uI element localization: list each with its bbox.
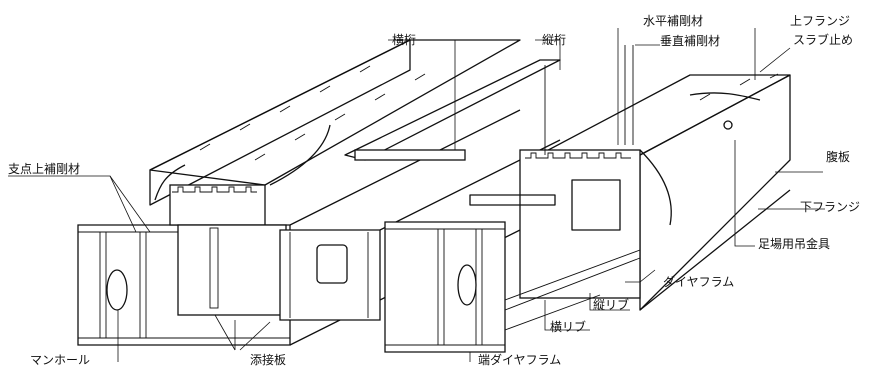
label-slab-stop: スラブ止め	[793, 33, 854, 47]
label-longitudinal-rib: 縦リブ	[593, 298, 630, 312]
cross-girder-opening	[316, 244, 348, 284]
label-scaffold-hanger: 足場用吊金具	[758, 237, 831, 251]
label-longitudinal-girder: 縦桁	[542, 33, 567, 47]
diaphragm-opening	[571, 179, 621, 231]
label-horizontal-stiffener: 水平補剛材	[643, 14, 704, 28]
label-upper-flange: 上フランジ	[790, 14, 851, 28]
right-end-face	[384, 221, 506, 353]
label-web-plate: 腹板	[826, 150, 851, 164]
scaffold-hanger	[723, 120, 733, 130]
leader-lines	[8, 28, 825, 362]
label-horizontal-girder: 横桁	[392, 33, 417, 47]
label-transverse-rib: 横リブ	[550, 320, 587, 334]
cross-girder	[279, 59, 561, 321]
label-splice-plate: 添接板	[250, 353, 287, 367]
label-vertical-stiffener: 垂直補剛材	[660, 34, 721, 48]
label-lower-flange: 下フランジ	[800, 200, 861, 214]
left-manhole	[106, 269, 128, 311]
label-support-stiffener: 支点上補剛材	[8, 162, 81, 176]
label-diaphragm: ダイヤフラム	[663, 275, 735, 289]
label-end-diaphragm: 端ダイヤフラム	[478, 353, 562, 367]
label-manhole: マンホール	[30, 353, 91, 367]
right-diaphragm	[519, 149, 641, 299]
left-web-plate	[149, 39, 411, 206]
right-manhole	[457, 264, 477, 306]
left-upper-flange	[149, 39, 521, 186]
right-box-girder	[384, 45, 791, 353]
